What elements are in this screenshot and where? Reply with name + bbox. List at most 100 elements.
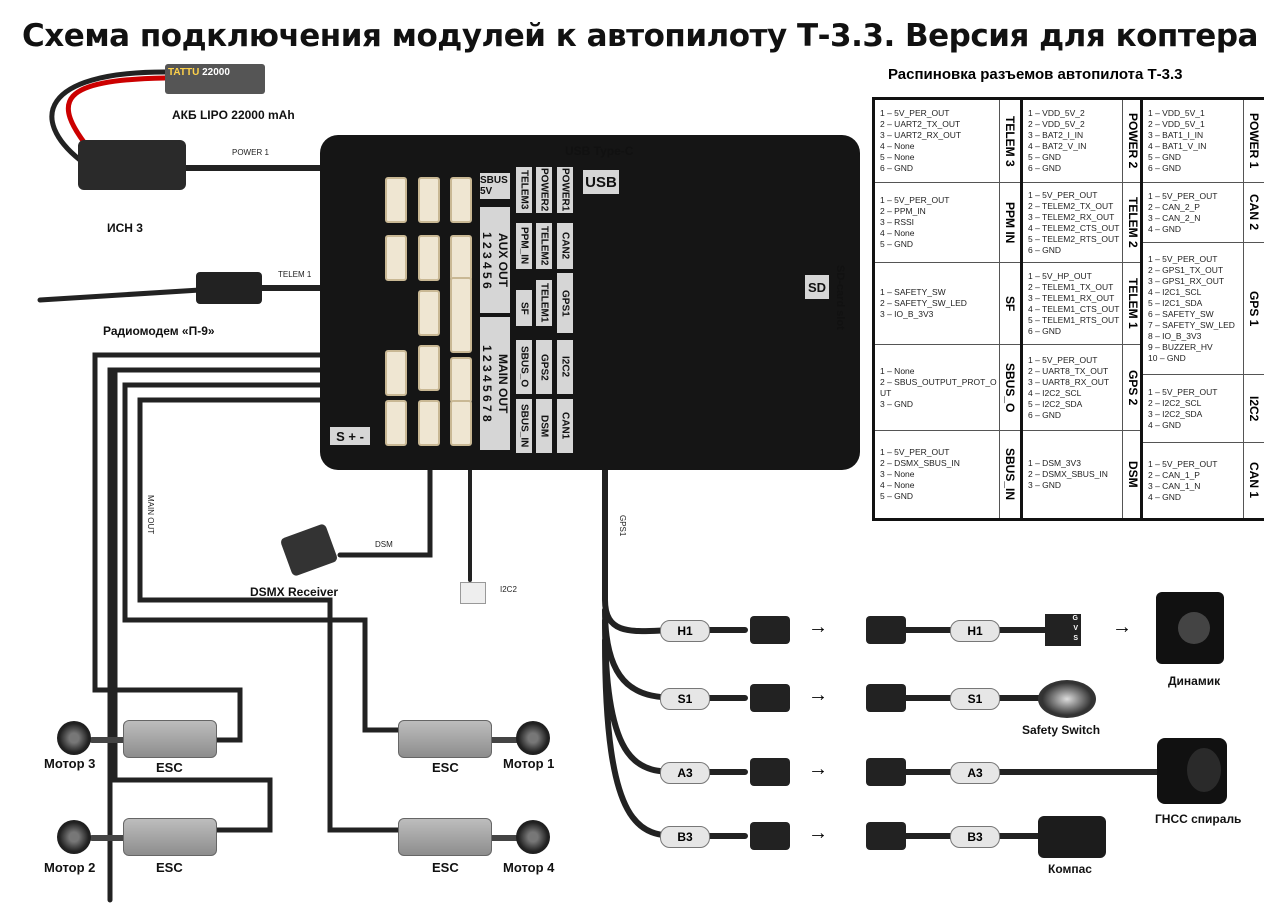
safety-switch: [1038, 680, 1096, 718]
pin-row: 1 – 5V_PER_OUT: [1148, 386, 1218, 397]
connector-label: CAN 1: [1243, 443, 1264, 518]
connector: [385, 177, 407, 223]
modem-antenna: [37, 287, 203, 303]
connector-label: POWER 2: [1122, 100, 1143, 182]
label-sbus-in: SBUS_IN: [516, 399, 532, 453]
motor-leads: [89, 737, 523, 841]
pin-row: 4 – TELEM2_CTS_OUT: [1028, 222, 1120, 233]
connector: [418, 345, 440, 391]
plug-h1: [750, 616, 790, 644]
pin-row: 2 – UART8_TX_OUT: [1028, 365, 1109, 376]
gnss-label: ГНСС спираль: [1155, 812, 1242, 826]
connector-a3-device: A3: [950, 762, 1000, 784]
connector: [450, 177, 472, 223]
pin-row: 1 – 5V_PER_OUT: [880, 447, 950, 457]
esc-4: [398, 818, 492, 856]
motor-3-label: Мотор 3: [44, 756, 96, 771]
arrow-right-icon: →: [1112, 616, 1132, 638]
speaker-label: Динамик: [1168, 674, 1221, 688]
cable-label-power1: POWER 1: [232, 148, 269, 157]
pin-row: 3 – IO_B_3V3: [880, 309, 934, 319]
esc-1-label: ESC: [432, 760, 459, 775]
pin-row: 2 – TELEM2_TX_OUT: [1028, 200, 1114, 211]
autopilot-board: SBUS 5V TELEM3 POWER2 POWER1 USB AUX OUT…: [320, 135, 860, 470]
label-sd-card-slot: SD-card slot: [834, 265, 846, 330]
connector: [418, 235, 440, 281]
pin-row: 2 – SBUS_OUTPUT_PROT_OUT: [880, 376, 997, 398]
connector-label: GPS 1: [1243, 243, 1264, 374]
label-i2c2: I2C2: [557, 340, 573, 394]
pin-row: 5 – GND: [880, 491, 914, 501]
pin-row: 2 – SAFETY_SW_LED: [880, 298, 967, 308]
connector-label: PPM IN: [999, 183, 1020, 262]
pin-row: 10 – GND: [1148, 352, 1186, 363]
battery-label: АКБ LIPO 22000 mAh: [172, 108, 295, 122]
pin-row: 3 – RSSI: [880, 217, 915, 227]
pin-row: 1 – 5V_PER_OUT: [1028, 354, 1098, 365]
pin-row: 1 – VDD_5V_1: [1148, 108, 1205, 118]
connector-b3: B3: [660, 826, 710, 848]
pin-row: 4 – None: [880, 228, 915, 238]
pin-row: 4 – None: [880, 141, 915, 151]
connector: [418, 400, 440, 446]
pin-row: 4 – GND: [1148, 491, 1182, 502]
connector-a3: A3: [660, 762, 710, 784]
label-dsm: DSM: [536, 399, 552, 453]
pin-row: 3 – CAN_2_N: [1148, 212, 1201, 223]
pinout-title: Распиновка разъемов автопилота Т-3.3: [888, 66, 1183, 83]
radio-modem: [196, 272, 262, 304]
pin-row: 1 – SAFETY_SW: [880, 287, 946, 297]
pin-row: 3 – CAN_1_N: [1148, 480, 1201, 491]
pin-row: 1 – VDD_5V_2: [1028, 108, 1085, 118]
socket-b3: [866, 822, 906, 850]
connector-h1-device: H1: [950, 620, 1000, 642]
pin-row: 3 – I2C2_SDA: [1148, 408, 1203, 419]
connector-label: SBUS_IN: [999, 431, 1020, 518]
pin-row: 3 – BAT2_I_IN: [1028, 130, 1084, 140]
pin-row: 1 – 5V_PER_OUT: [1148, 458, 1218, 469]
pin-row: 6 – GND: [1028, 325, 1062, 336]
pin-row: 6 – GND: [1028, 409, 1062, 420]
pin-row: 2 – I2C2_SCL: [1148, 397, 1202, 408]
pin-row: 5 – TELEM2_RTS_OUT: [1028, 233, 1120, 244]
gnss-antenna: [1157, 738, 1227, 804]
esc-2: [123, 818, 217, 856]
battery: TATTU 22000: [165, 64, 265, 94]
plug-b3: [750, 822, 790, 850]
label-can1: CAN1: [557, 399, 573, 453]
pin-row: 3 – BAT1_I_IN: [1148, 130, 1204, 140]
connector-label: DSM: [1122, 431, 1143, 518]
pin-row: 5 – GND: [880, 239, 914, 249]
label-sd: SD: [805, 275, 829, 299]
connector-label: I2C2: [1243, 375, 1264, 442]
connector-label: TELEM 1: [1122, 263, 1143, 344]
pin-row: 2 – CAN_2_P: [1148, 201, 1200, 212]
arrow-right-icon: →: [808, 616, 828, 638]
cable-label-telem1: TELEM 1: [278, 270, 312, 279]
connector: [385, 235, 407, 281]
pin-row: 1 – 5V_PER_OUT: [880, 195, 950, 205]
arrow-right-icon: →: [808, 758, 828, 780]
motor-cables: [92, 352, 403, 903]
pin-row: 1 – 5V_HP_OUT: [1028, 270, 1092, 281]
motor-1-label: Мотор 1: [503, 756, 555, 771]
cable-label-dsm: DSM: [375, 540, 393, 549]
page-title: Схема подключения модулей к автопилоту Т…: [22, 18, 1258, 54]
connector: [450, 277, 472, 353]
